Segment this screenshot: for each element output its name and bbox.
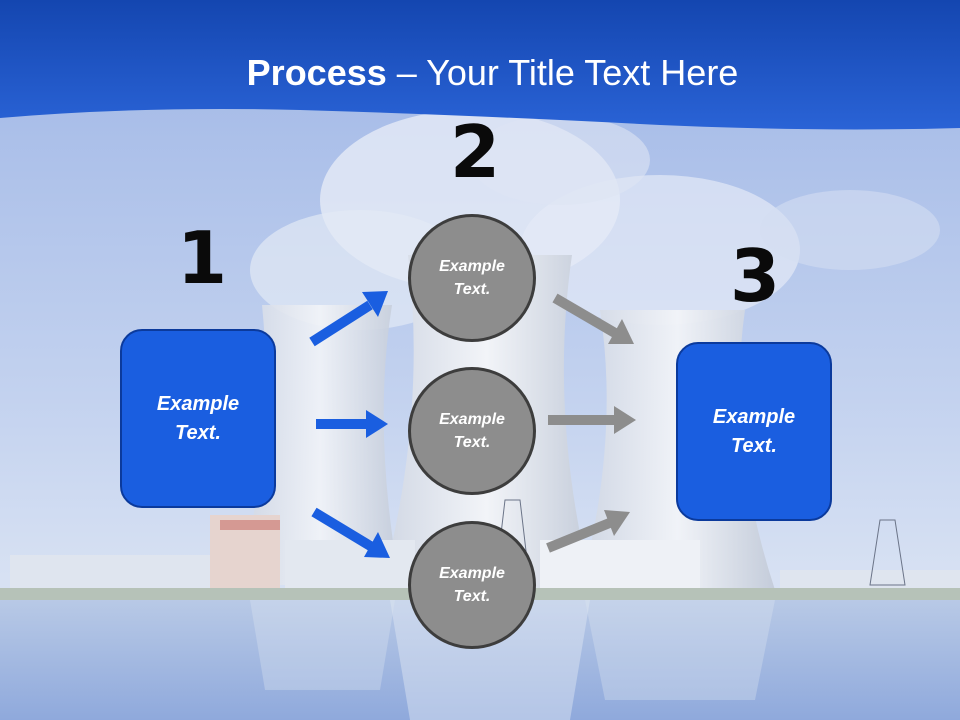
step-circle-top-text: Example Text. bbox=[439, 258, 505, 298]
blue-arrow-down bbox=[311, 507, 390, 558]
step-box-3: Example Text. bbox=[676, 342, 832, 521]
step-box-1-text: Example Text. bbox=[156, 392, 240, 444]
step-circle-middle-text: Example Text. bbox=[439, 411, 505, 451]
step-circle-bottom: Example Text. bbox=[408, 521, 536, 649]
step-number-2: 2 bbox=[450, 110, 501, 194]
step-circle-bottom-text: Example Text. bbox=[439, 565, 505, 605]
step-circle-top: Example Text. bbox=[408, 214, 536, 342]
gray-arrow-up bbox=[546, 510, 630, 553]
blue-arrow-up bbox=[309, 291, 388, 347]
title-bold: Process bbox=[246, 52, 387, 93]
step-box-3-text: Example Text. bbox=[712, 405, 796, 457]
step-number-3: 3 bbox=[730, 234, 781, 318]
step-box-1: Example Text. bbox=[120, 329, 276, 508]
slide-title: Process – Your Title Text Here bbox=[0, 52, 960, 94]
blue-arrow-middle bbox=[316, 410, 388, 438]
step-number-1: 1 bbox=[177, 216, 228, 300]
gray-arrow-middle bbox=[548, 406, 636, 434]
gray-arrow-down bbox=[552, 293, 634, 344]
title-rest: – Your Title Text Here bbox=[386, 52, 739, 93]
step-circle-middle: Example Text. bbox=[408, 367, 536, 495]
